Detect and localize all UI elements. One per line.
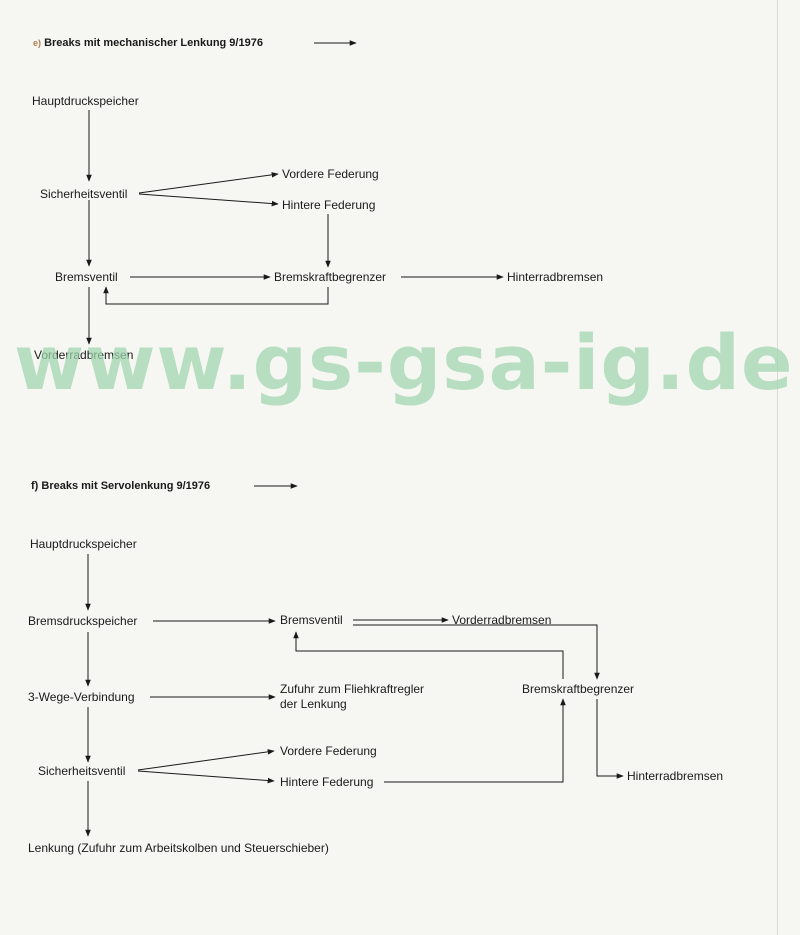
- e-node-bremsventil: Bremsventil: [55, 270, 118, 284]
- e-node-vordere-federung: Vordere Federung: [282, 167, 379, 181]
- f-node-vorderradbremsen: Vorderradbremsen: [452, 613, 552, 627]
- f-node-bremskraftbegrenzer: Bremskraftbegrenzer: [522, 682, 635, 696]
- e-node-hintere-federung: Hintere Federung: [282, 198, 376, 212]
- section-e-prefix: e): [33, 38, 42, 48]
- edge-f-hintere-bkb: [384, 698, 566, 783]
- edge-f-bremsventil-bkb: [353, 624, 600, 680]
- edge-e-bkb-feedback: [103, 286, 329, 305]
- e-node-sicherheitsventil: Sicherheitsventil: [40, 187, 128, 201]
- section-f-title: f) Breaks mit Servolenkung 9/1976: [31, 480, 210, 493]
- f-node-hinterradbremsen: Hinterradbremsen: [627, 769, 724, 783]
- watermark-url: www.gs-gsa-ig.de: [14, 318, 794, 407]
- f-node-hauptdruckspeicher: Hauptdruckspeicher: [30, 537, 137, 551]
- edge-f-sicher-vordere: [137, 749, 275, 771]
- e-node-hinterradbremsen: Hinterradbremsen: [507, 270, 604, 284]
- f-node-bremsdruckspeicher: Bremsdruckspeicher: [28, 614, 138, 628]
- section-f-prefix: f): [31, 480, 39, 492]
- f-node-hintere-federung: Hintere Federung: [280, 775, 374, 789]
- section-e-title: e) Breaks mit mechanischer Lenkung 9/197…: [33, 37, 263, 50]
- f-node-sicherheitsventil: Sicherheitsventil: [38, 764, 126, 778]
- f-node-fliehkraftregler-line2: der Lenkung: [280, 697, 347, 711]
- e-node-hauptdruckspeicher: Hauptdruckspeicher: [32, 94, 139, 108]
- f-node-fliehkraftregler-line1: Zufuhr zum Fliehkraftregler: [280, 682, 425, 696]
- edge-f-sicher-hintere: [137, 770, 275, 784]
- section-f-title-text: Breaks mit Servolenkung 9/1976: [41, 480, 211, 492]
- e-node-vorderradbremsen: Vorderradbremsen: [34, 348, 134, 362]
- f-node-3-wege-verbindung: 3-Wege-Verbindung: [28, 690, 135, 704]
- section-e-title-text: Breaks mit mechanischer Lenkung 9/1976: [44, 37, 263, 49]
- edge-e-sicher-vordere: [138, 172, 279, 194]
- f-node-vordere-federung: Vordere Federung: [280, 744, 377, 758]
- page-edge-line: [777, 0, 778, 935]
- f-node-bremsventil: Bremsventil: [280, 613, 343, 627]
- f-node-lenkung: Lenkung (Zufuhr zum Arbeitskolben und St…: [28, 841, 329, 855]
- edge-f-bkb-hinterrad: [596, 699, 624, 779]
- edge-f-bkb-feedback: [293, 631, 564, 679]
- e-node-bremskraftbegrenzer: Bremskraftbegrenzer: [274, 270, 387, 284]
- edge-e-sicher-hintere: [138, 193, 279, 207]
